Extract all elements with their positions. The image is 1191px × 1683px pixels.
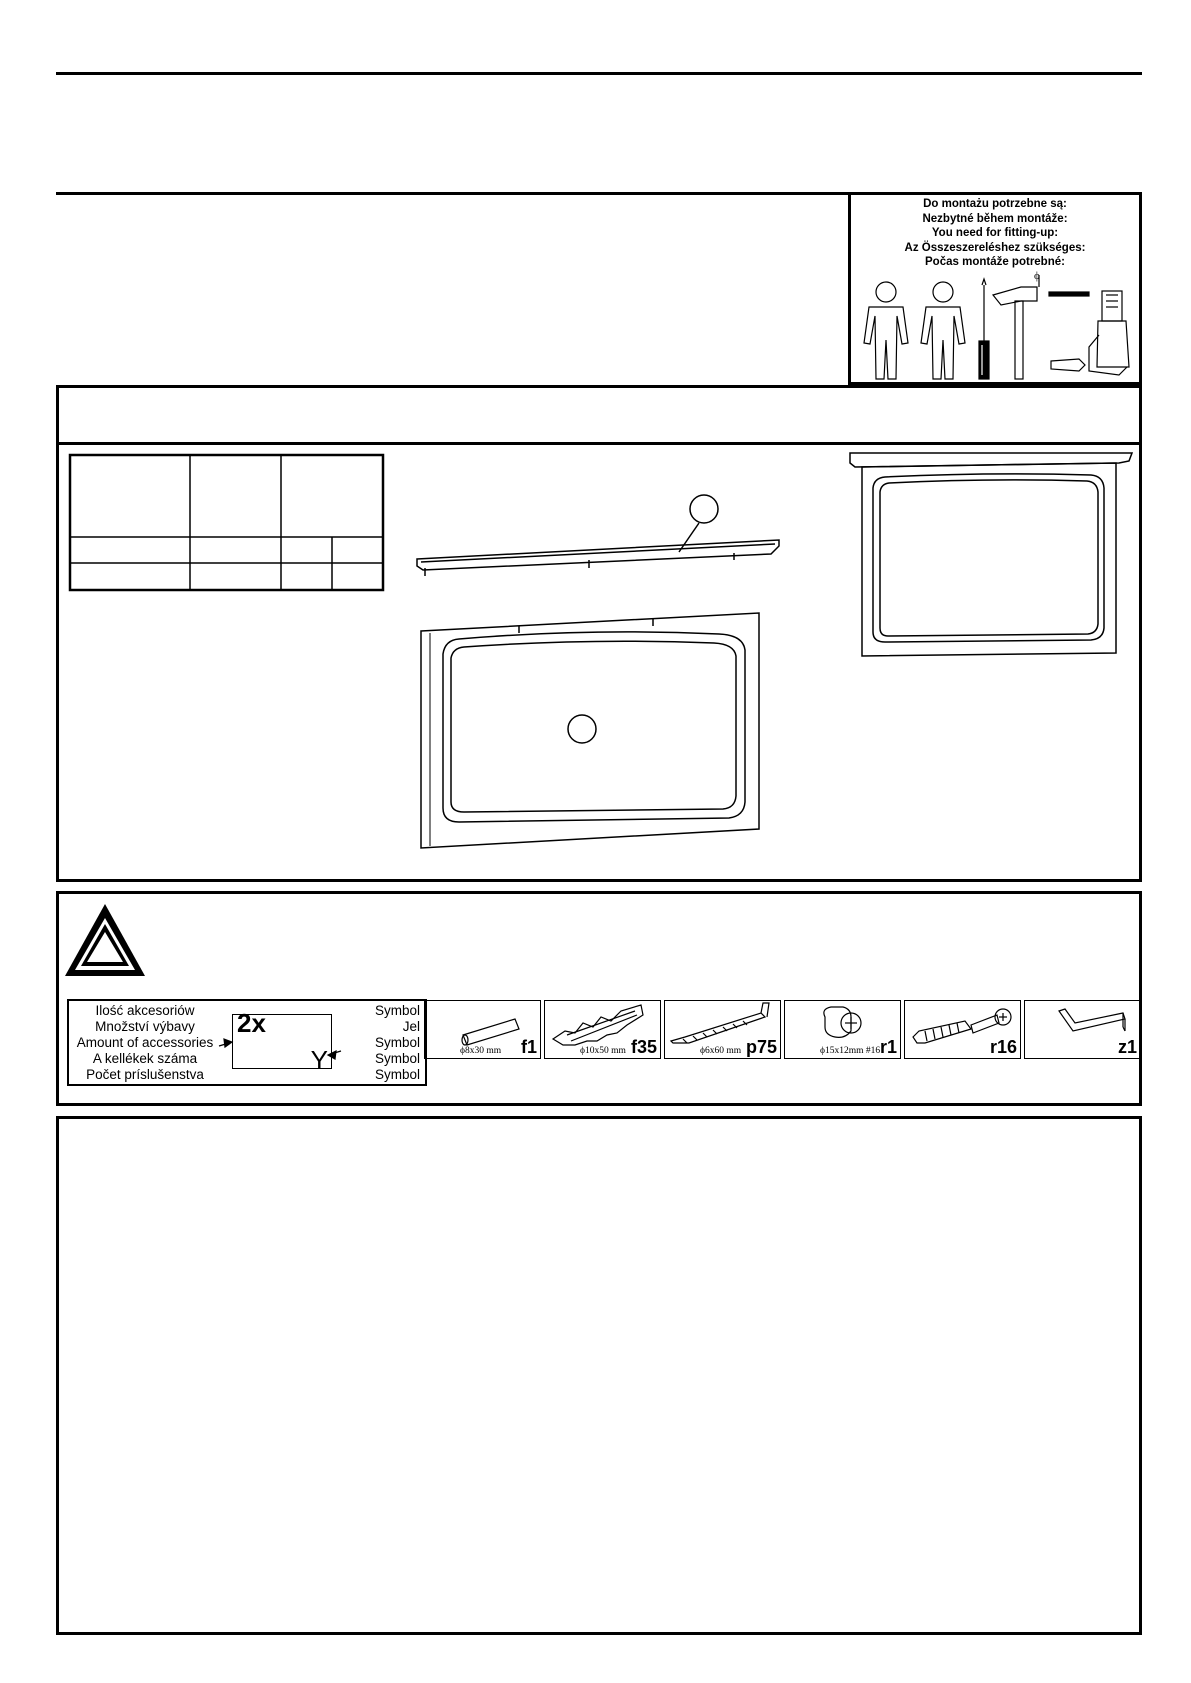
svg-text:ϕ: ϕ — [1034, 270, 1040, 282]
legend-symbol-labels: Symbol Jel Symbol Symbol Symbol — [375, 1003, 420, 1083]
tools-required-box: Do montażu potrzebne są: Nezbytné během … — [848, 192, 1142, 385]
accessory-r16: r16 — [904, 1000, 1021, 1059]
accessory-dim: ϕ8x30 mm — [460, 1046, 502, 1056]
allen-key-icon — [1058, 1008, 1126, 1032]
parts-list-panel — [56, 385, 1142, 882]
connector-bolt-icon — [912, 1008, 1012, 1044]
tools-line-sk: Počas montáže potrebné: — [925, 256, 1065, 268]
screwdriver-icon — [978, 277, 990, 380]
legend-amount-labels: Ilość akcesoriów Množství výbavy Amount … — [71, 1003, 219, 1083]
legend-symbol-hu: Symbol — [374, 1051, 420, 1066]
accessory-code: z1 — [1117, 1037, 1137, 1057]
warning-icon — [65, 904, 145, 976]
legend-amount-cz: Množství výbavy — [95, 1019, 195, 1034]
accessory-legend: Ilość akcesoriów Množství výbavy Amount … — [67, 999, 427, 1086]
tools-line-en: You need for fitting-up: — [931, 227, 1059, 239]
accessory-f1: ϕ8x30 mm f1 — [424, 1000, 541, 1059]
parts-table — [68, 453, 385, 592]
person-icon — [920, 281, 966, 380]
parts-header-divider — [59, 442, 1139, 445]
assembly-steps-panel — [56, 1116, 1142, 1635]
assembled-mirror-drawing — [849, 452, 1134, 657]
accessory-r1: ϕ15x12mm #16 r1 — [784, 1000, 901, 1059]
accessory-z1: z1 — [1024, 1000, 1141, 1059]
accessory-code: f35 — [630, 1037, 657, 1057]
accessory-dim: ϕ15x12mm #16 — [820, 1046, 881, 1056]
power-drill-icon — [1050, 290, 1130, 376]
legend-amount-sk: Počet príslušenstva — [86, 1067, 204, 1082]
legend-symbol-pl: Symbol — [374, 1003, 420, 1018]
accessory-f35: ϕ10x50 mm f35 — [544, 1000, 661, 1059]
legend-symbol-cz: Jel — [402, 1019, 420, 1034]
legend-amount-hu: A kellékek száma — [92, 1051, 198, 1066]
top-rule — [56, 72, 1142, 75]
shelf-part-drawing — [416, 494, 780, 576]
dowel-icon — [461, 1018, 520, 1046]
hook-screw-icon — [669, 1002, 770, 1044]
accessory-dim: ϕ10x50 mm — [580, 1046, 626, 1056]
accessory-dim: ϕ6x60 mm — [700, 1046, 742, 1056]
cam-lock-icon — [823, 1006, 862, 1038]
legend-example-box: 2x Y — [232, 1010, 332, 1075]
legend-amount-en: Amount of accessories — [76, 1035, 214, 1050]
parts-illustration — [68, 452, 1134, 849]
warning-illustration — [65, 904, 145, 976]
person-icon — [863, 281, 909, 380]
accessory-code: r16 — [989, 1037, 1017, 1057]
accessory-code: f1 — [520, 1037, 537, 1057]
tools-line-cz: Nezbytné během montáže: — [922, 212, 1068, 225]
tools-line-pl: Do montażu potrzebne są: — [923, 198, 1067, 210]
accessory-code: r1 — [879, 1037, 897, 1057]
legend-symbol-sk: Symbol — [374, 1067, 420, 1082]
tools-required-text: Do montażu potrzebne są: Nezbytné během … — [851, 197, 1139, 270]
tools-illustration: ϕ — [863, 270, 1130, 380]
accessory-p75: ϕ6x60 mm p75 — [664, 1000, 781, 1059]
legend-example-symbol: Y — [310, 1045, 328, 1075]
mirror-panel-drawing — [420, 612, 760, 849]
drill-bit-icon: ϕ — [1034, 270, 1090, 297]
legend-amount-pl: Ilość akcesoriów — [95, 1003, 195, 1018]
legend-symbol-en: Symbol — [374, 1035, 420, 1050]
hammer-icon — [991, 286, 1038, 380]
accessory-code: p75 — [745, 1037, 777, 1057]
tools-line-hu: Az Összeszereléshez szükséges: — [904, 241, 1086, 254]
header-rule — [56, 192, 848, 195]
accessories-panel: Ilość akcesoriów Množství výbavy Amount … — [56, 891, 1142, 1106]
legend-arrows — [218, 1038, 342, 1060]
wall-plug-icon — [551, 1004, 644, 1046]
